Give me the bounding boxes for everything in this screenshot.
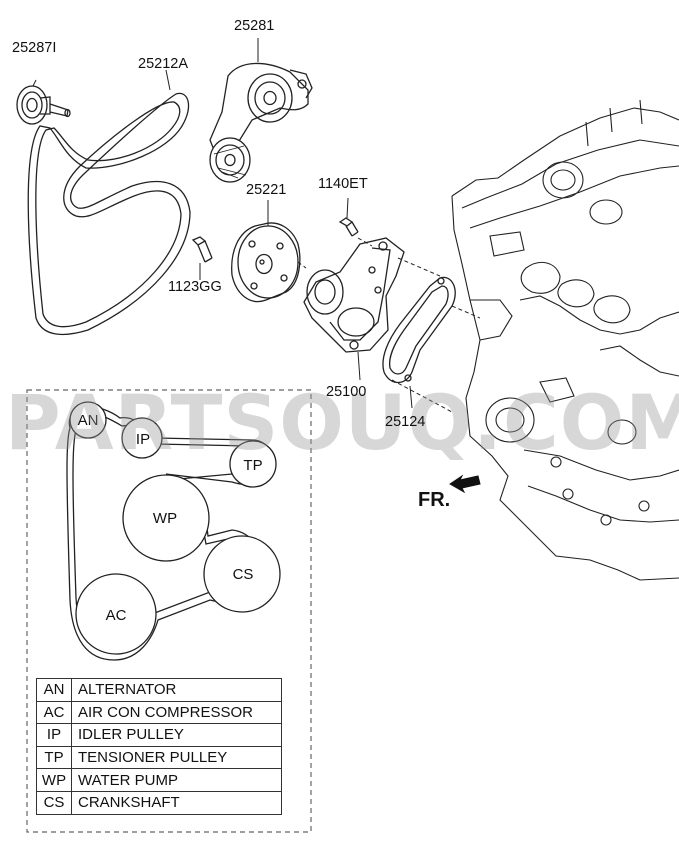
pulley-cs-label: CS xyxy=(233,566,254,583)
part-label-25212a[interactable]: 25212A xyxy=(138,56,188,72)
legend-name: AIR CON COMPRESSOR xyxy=(71,700,282,725)
gasket-drawing xyxy=(382,276,456,409)
legend-name: ALTERNATOR xyxy=(71,678,282,702)
pulley-ip xyxy=(121,417,163,459)
legend-code: IP xyxy=(36,723,72,747)
bolt-1123gg-drawing xyxy=(191,236,213,280)
legend-code: CS xyxy=(36,790,72,815)
water-pump-pulley-drawing xyxy=(231,200,301,303)
legend-name: IDLER PULLEY xyxy=(71,723,282,747)
pulley-cs xyxy=(203,535,281,613)
legend-code: TP xyxy=(36,745,72,770)
pulley-an-label: AN xyxy=(78,412,99,429)
legend-row: AC AIR CON COMPRESSOR xyxy=(36,700,282,725)
front-arrow-icon xyxy=(449,474,481,494)
pulley-wp-label: WP xyxy=(153,510,177,527)
pulley-circles xyxy=(69,401,281,655)
pulley-ac-label: AC xyxy=(106,607,127,624)
legend-row: WP WATER PUMP xyxy=(36,768,282,792)
legend-name: CRANKSHAFT xyxy=(71,790,282,815)
tensioner-drawing xyxy=(209,38,313,183)
legend-code: AN xyxy=(36,678,72,702)
pulley-tp-label: TP xyxy=(243,457,262,474)
belt-routing-schematic: AN IP TP WP CS AC xyxy=(26,389,312,833)
engine-block-drawing xyxy=(451,99,679,581)
front-direction-label: FR. xyxy=(418,489,451,511)
legend-code: AC xyxy=(36,700,72,725)
legend-row: AN ALTERNATOR xyxy=(36,678,282,702)
part-label-1140et[interactable]: 1140ET xyxy=(318,176,368,192)
legend-row: TP TENSIONER PULLEY xyxy=(36,745,282,770)
part-label-25287i[interactable]: 25287I xyxy=(12,40,57,56)
drive-belt-drawing xyxy=(27,69,191,336)
pulley-legend-table: AN ALTERNATOR AC AIR CON COMPRESSOR IP I… xyxy=(36,678,282,815)
part-label-25281[interactable]: 25281 xyxy=(234,18,275,34)
legend-row: IP IDLER PULLEY xyxy=(36,723,282,747)
idler-pulley-drawing xyxy=(16,79,71,125)
legend-row: CS CRANKSHAFT xyxy=(36,790,282,815)
leader-lines xyxy=(297,237,481,413)
legend-name: TENSIONER PULLEY xyxy=(71,745,282,770)
water-pump-drawing xyxy=(303,237,405,381)
pulley-wp xyxy=(122,474,210,562)
part-label-25124[interactable]: 25124 xyxy=(385,414,426,430)
pulley-an xyxy=(69,401,107,439)
legend-code: WP xyxy=(36,768,72,792)
part-label-1123gg[interactable]: 1123GG xyxy=(168,279,222,295)
pulley-ac xyxy=(75,573,157,655)
legend-name: WATER PUMP xyxy=(71,768,282,792)
part-label-25100[interactable]: 25100 xyxy=(326,384,367,400)
bolt-1140et-drawing xyxy=(338,197,359,237)
pulley-tp xyxy=(229,440,277,488)
part-label-25221[interactable]: 25221 xyxy=(246,182,287,198)
pulley-ip-label: IP xyxy=(136,431,150,448)
